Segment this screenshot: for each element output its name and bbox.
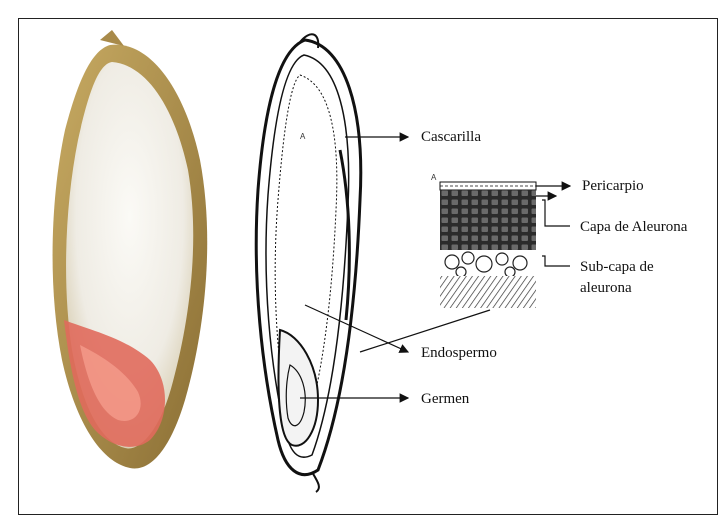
layer-inset <box>440 182 536 308</box>
label-hull: Cascarilla <box>421 128 481 146</box>
grain-section-drawing <box>256 34 361 492</box>
inset-a-tag: A <box>431 173 436 182</box>
grain-photo <box>53 30 208 468</box>
section-a-tag: A <box>300 132 305 141</box>
label-aleurone: Capa de Aleurona <box>580 218 687 236</box>
label-germ: Germen <box>421 390 469 408</box>
label-sub-aleurone: Sub-capa de aleurona <box>580 257 670 299</box>
label-pericarp: Pericarpio <box>582 177 644 195</box>
label-endosperm: Endospermo <box>421 344 497 362</box>
